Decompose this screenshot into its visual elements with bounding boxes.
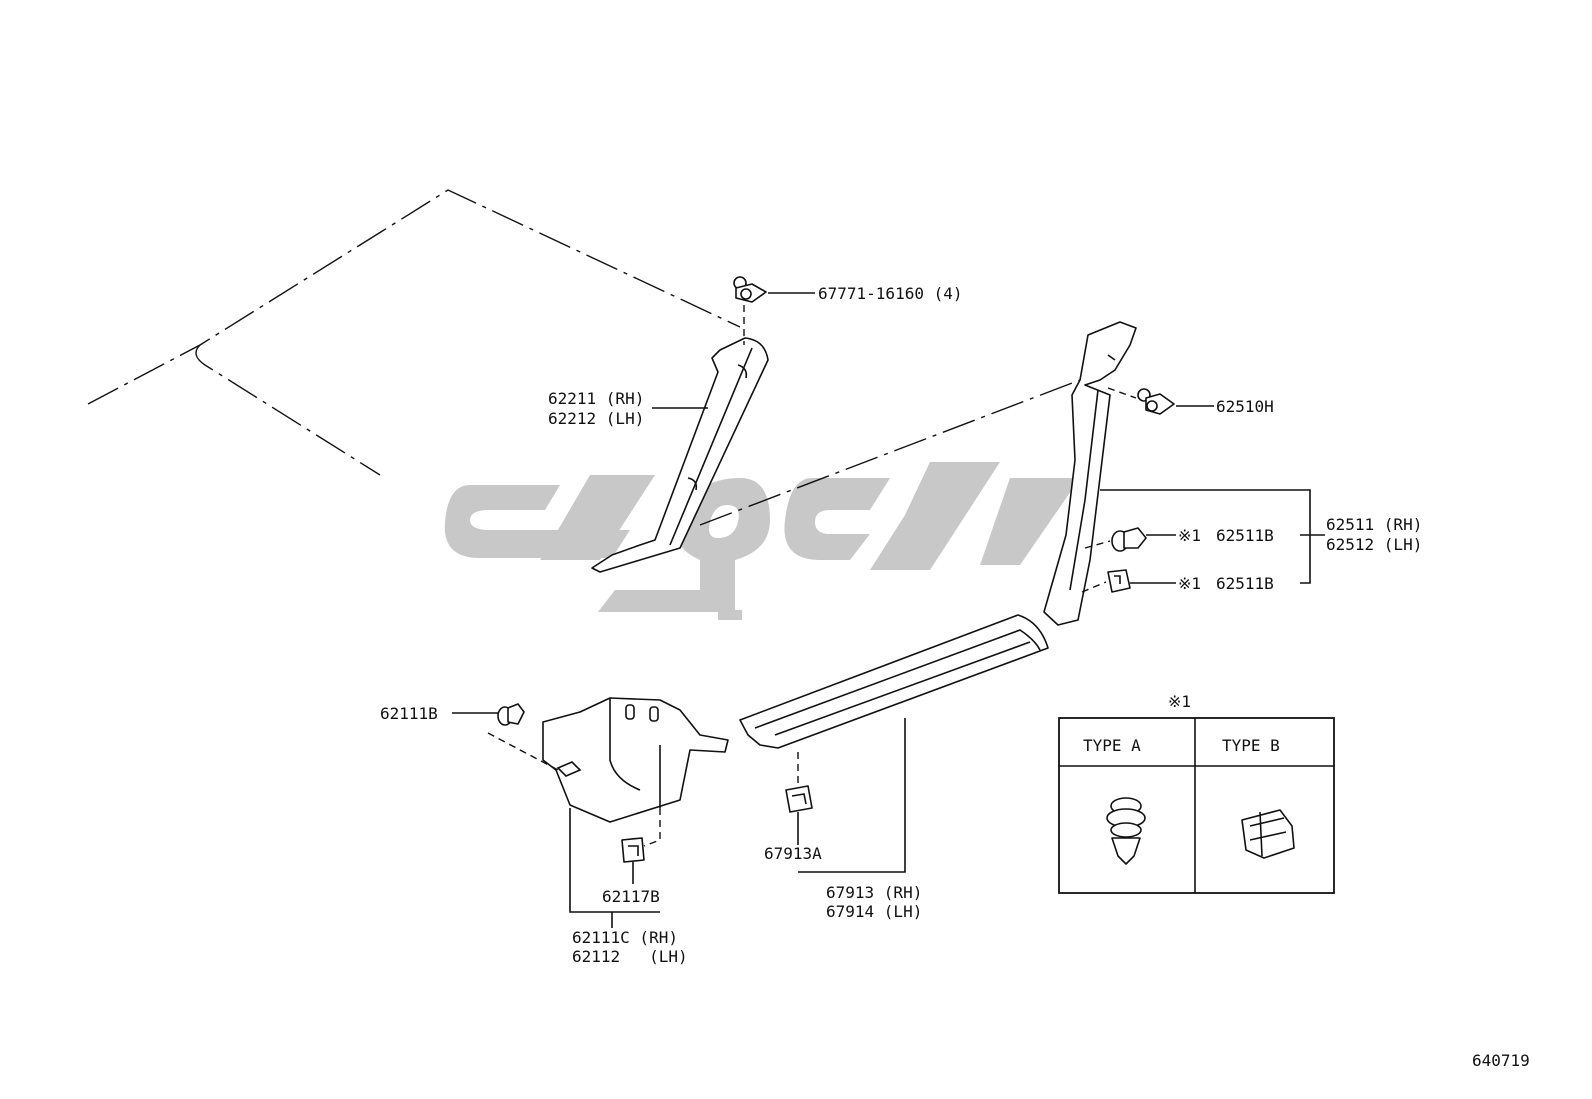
b-pillar-garnish bbox=[1043, 321, 1137, 626]
clip-type-b-guide bbox=[1081, 581, 1107, 593]
a-pillar-clip bbox=[733, 276, 767, 303]
legend-marker: ※1 bbox=[1168, 692, 1191, 711]
scuff-plate-leader bbox=[798, 718, 906, 873]
label-clip-type-b: 62511B bbox=[1216, 574, 1274, 593]
b-pillar-clip-guide bbox=[1107, 387, 1137, 399]
windshield-outline bbox=[87, 189, 1081, 526]
label-clip-type-a: 62511B bbox=[1216, 526, 1274, 545]
label-kick-panel-lh: 62112 (LH) bbox=[572, 947, 688, 966]
clip-type-a-small bbox=[1111, 527, 1147, 552]
legend-type-b: TYPE B bbox=[1222, 736, 1280, 755]
label-kick-panel-rh: 62111C (RH) bbox=[572, 928, 678, 947]
diagram-number: 640719 bbox=[1472, 1051, 1530, 1070]
type-a-clip-icon bbox=[1106, 797, 1146, 865]
cowl-side-trim bbox=[542, 697, 729, 823]
label-scuff-plate-rh: 67913 (RH) bbox=[826, 883, 922, 902]
label-kick-panel-clip: 62111B bbox=[380, 704, 438, 723]
label-a-pillar-clip: 67771-16160 (4) bbox=[818, 284, 963, 303]
b-pillar-clip bbox=[1137, 388, 1175, 415]
kick-panel-bracket bbox=[569, 808, 660, 928]
kick-panel-clip-2 bbox=[621, 837, 645, 863]
label-kick-panel-clip-2: 62117B bbox=[602, 887, 660, 906]
scuff-clip bbox=[785, 785, 813, 813]
clip-type-a-guide bbox=[1084, 540, 1111, 549]
label-b-pillar-rh: 62511 (RH) bbox=[1326, 515, 1422, 534]
type-b-clip-icon bbox=[1241, 809, 1295, 859]
label-b-pillar-lh: 62512 (LH) bbox=[1326, 535, 1422, 554]
label-b-pillar-clip: 62510H bbox=[1216, 397, 1274, 416]
a-pillar-garnish bbox=[591, 337, 769, 573]
label-scuff-clip: 67913A bbox=[764, 844, 822, 863]
label-clip-type-a-prefix: ※1 bbox=[1178, 526, 1201, 545]
kick-panel-clip-guide bbox=[487, 732, 559, 771]
scuff-plate bbox=[739, 614, 1049, 749]
label-a-pillar-lh: 62212 (LH) bbox=[548, 409, 644, 428]
legend-type-a: TYPE A bbox=[1083, 736, 1141, 755]
b-pillar-bracket bbox=[1100, 489, 1325, 584]
kick-panel-clip bbox=[497, 703, 525, 726]
kick-panel-clip-2-guide bbox=[643, 808, 661, 847]
clip-type-b-small bbox=[1107, 569, 1131, 593]
watermark-logo bbox=[444, 462, 1080, 620]
label-clip-type-b-prefix: ※1 bbox=[1178, 574, 1201, 593]
clip-type-legend: ※1 TYPE A TYPE B bbox=[1058, 692, 1335, 894]
label-a-pillar-rh: 62211 (RH) bbox=[548, 389, 644, 408]
label-scuff-plate-lh: 67914 (LH) bbox=[826, 902, 922, 921]
